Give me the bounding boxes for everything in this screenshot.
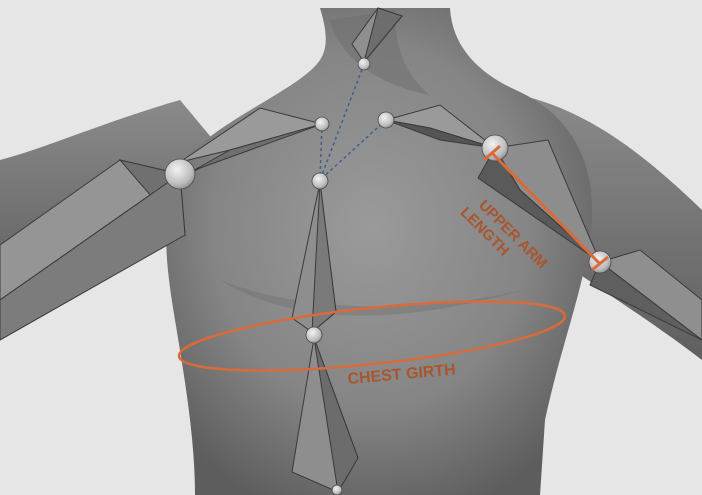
joint-shoulder-left[interactable]	[165, 159, 195, 189]
joint-clavicle-left[interactable]	[315, 117, 329, 131]
joint-chest[interactable]	[312, 173, 328, 189]
joint-clavicle-right[interactable]	[378, 112, 394, 128]
joint-spine-mid[interactable]	[306, 327, 322, 343]
joint-neck-base[interactable]	[358, 58, 370, 70]
joint-spine-bottom[interactable]	[332, 485, 342, 495]
